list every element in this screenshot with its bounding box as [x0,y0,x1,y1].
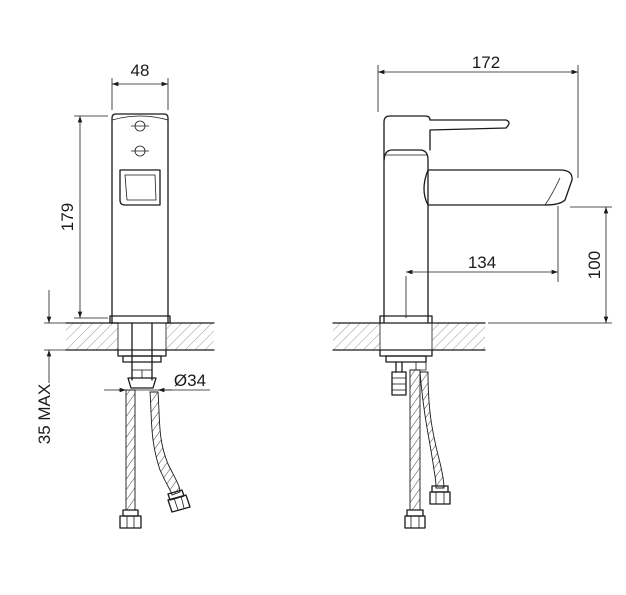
dim-width-label: 48 [131,61,150,80]
front-flex-hoses [119,389,191,529]
dim-width: 48 [111,61,169,110]
side-flex-hoses [404,369,451,529]
dim-spout-height: 100 [488,206,612,324]
side-view: 172 134 100 [332,53,612,529]
dim-reach: 134 [405,206,559,318]
front-fixing-assembly [117,322,167,389]
front-countertop [65,322,215,352]
side-countertop [332,322,486,352]
side-hose-fitting-right [429,485,451,505]
dim-hole-diameter: Ø34 [104,371,210,393]
side-faucet-body [379,115,573,324]
dim-height: 179 [58,115,108,319]
dim-length: 172 [377,53,579,178]
dim-height-label: 179 [58,203,77,231]
dim-hole-label: Ø34 [174,371,206,390]
front-faucet-body [109,113,171,324]
dim-reach-label: 134 [468,253,496,272]
side-fixing-assembly [379,349,433,396]
dim-mount-thickness: 35 MAX [35,290,66,444]
front-hose-fitting-left [119,509,142,529]
dim-mount-label: 35 MAX [35,384,54,444]
front-hose-fitting-right [167,489,191,513]
side-hose-fitting-left [404,509,426,529]
dim-spout-height-label: 100 [585,251,604,279]
dim-length-label: 172 [472,53,500,72]
front-view: 48 179 35 MAX Ø34 [35,61,215,529]
